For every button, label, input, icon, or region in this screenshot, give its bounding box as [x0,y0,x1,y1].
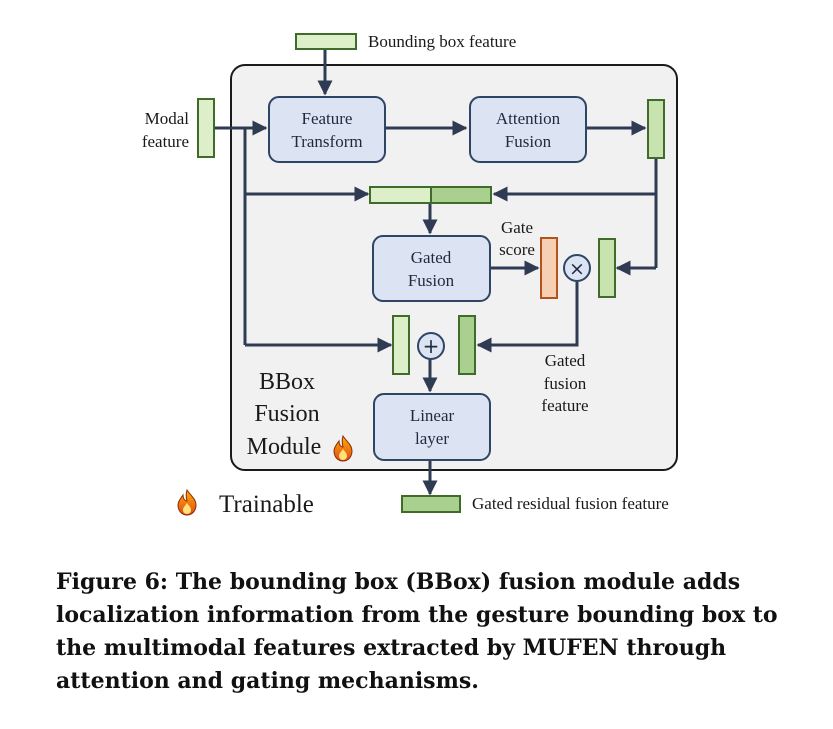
concat-feature-left [369,186,432,204]
linear-layer-line1: Linear [410,406,455,425]
gate-score-bar [540,237,558,299]
legend-fire-icon [177,488,197,516]
bbox-fusion-diagram: Bounding box feature Modal feature Featu… [142,32,678,518]
attention-output-feature-bar [647,99,665,159]
legend-trainable-label: Trainable [219,491,314,518]
add-operator [417,332,445,360]
fire-icon [333,434,353,462]
gated-fusion-line1: Gated [411,248,452,267]
feature-transform-block [268,96,386,163]
gated-fusion-feature-bar [458,315,476,375]
output-feature-label: Gated residual fusion feature [472,494,669,513]
module-label-line3: Module [247,434,322,460]
gate-score-label-line2: score [499,240,535,259]
residual-modal-feature-bar [392,315,410,375]
bbox-feature-bar [295,33,357,50]
add-symbol: + [423,334,440,358]
modal-feature-bar [197,98,215,158]
gated-fusion-block [372,235,491,302]
modal-feature-label-line1: Modal [145,109,190,128]
bbox-feature-label: Bounding box feature [368,32,516,51]
feature-transform-line1: Feature [302,109,353,128]
gated-fusion-line2: Fusion [408,271,455,290]
concat-feature-right [430,186,492,204]
arrow-multiply-to-gated-feature [476,282,579,353]
gated-fusion-feature-label-line2: fusion [544,374,587,393]
attention-fusion-line2: Fusion [505,132,552,151]
multiply-operator [563,254,591,282]
figure-caption: Figure 6: The bounding box (BBox) fusion… [56,569,778,694]
gate-score-label-line1: Gate [501,218,533,237]
multiply-symbol: × [569,258,585,280]
feature-transform-line2: Transform [291,132,362,151]
attention-fusion-line1: Attention [496,109,561,128]
module-label-line2: Fusion [254,401,319,427]
attention-fusion-block [469,96,587,163]
attention-copy-feature-bar [598,238,616,298]
gated-fusion-feature-label-line1: Gated [545,351,586,370]
gated-fusion-feature-label-line3: feature [541,396,588,415]
linear-layer-block [373,393,491,461]
modal-feature-label-line2: feature [142,132,189,151]
linear-layer-line2: layer [415,429,449,448]
connectors [214,49,658,496]
output-feature-bar [401,495,461,513]
module-label-line1: BBox [259,369,315,395]
